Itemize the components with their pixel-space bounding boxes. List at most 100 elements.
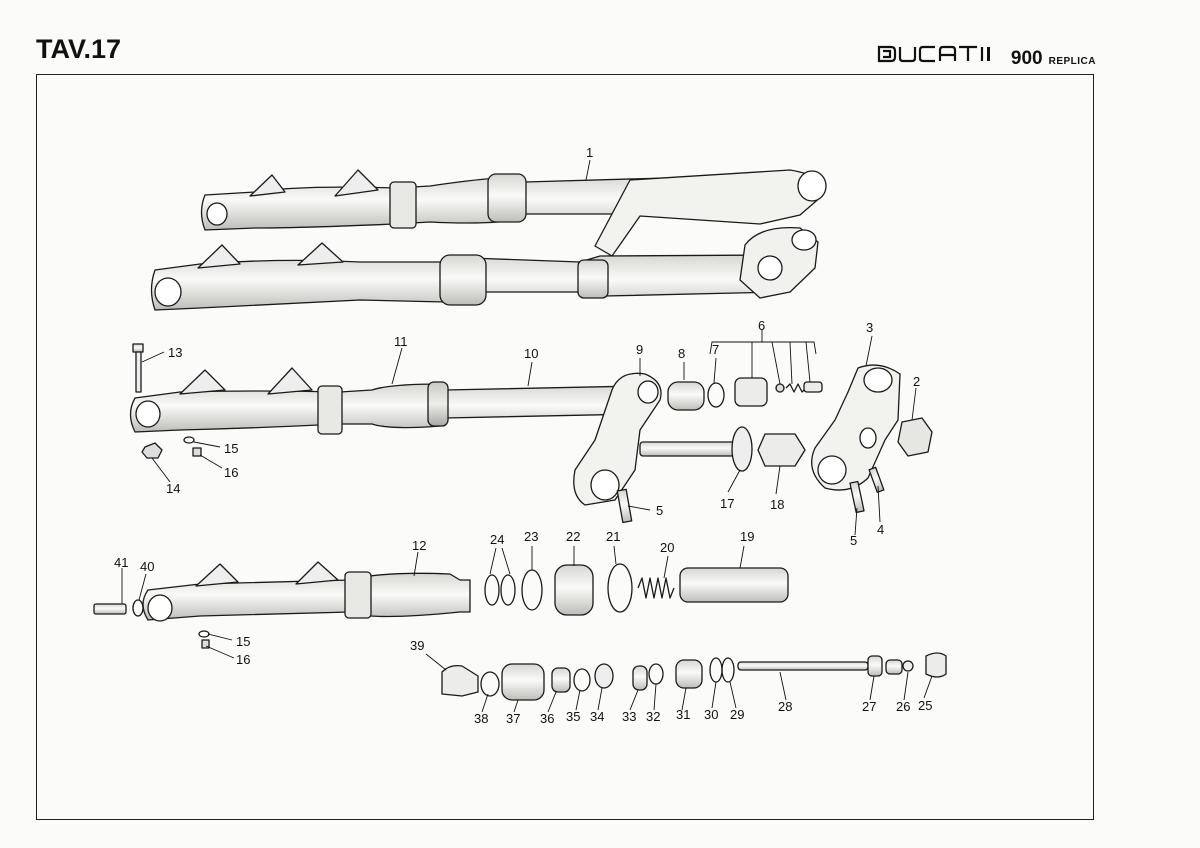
callout-5b: 5 [850,533,857,548]
callout-7: 7 [712,342,719,357]
callout-29: 29 [730,707,744,722]
callout-32: 32 [646,709,660,724]
ring-32 [648,663,664,685]
fork-slider-11-lug-2 [267,367,313,395]
callout-4: 4 [877,522,884,537]
cap-39 [441,664,479,697]
fork-leg-upper-boot [487,173,527,223]
bush-37 [501,663,545,701]
callout-15a: 15 [224,441,238,456]
fork-leg-lower-lug-2 [297,242,344,266]
nut-2 [897,417,933,457]
rod-28 [737,661,869,671]
callout-17: 17 [720,496,734,511]
washer-15a [183,436,195,444]
callout-10: 10 [524,346,538,361]
callout-5a: 5 [656,503,663,518]
upper-clamp-9 [573,372,662,506]
callout-24: 24 [490,532,504,547]
fitting-27b [885,659,903,675]
fork-leg-lower-axle-eye [154,277,182,307]
fork-leg-upper-lug-1 [249,174,286,197]
callout-19: 19 [740,529,754,544]
brand-variant: REPLICA [1048,56,1096,67]
adjuster-6-body [734,377,768,407]
callout-33: 33 [622,709,636,724]
fork-leg-12 [142,561,471,622]
callout-9: 9 [636,342,643,357]
stem-nut-boss [791,229,817,251]
callout-1: 1 [586,145,593,160]
nut-27 [867,655,883,677]
brand-header: 900 REPLICA [877,44,1096,70]
upper-clamp-9-eye-top [637,380,659,404]
bush-31 [675,659,703,689]
callout-23: 23 [524,529,538,544]
bolt-4 [868,466,885,493]
fork-assembly-complete [150,169,827,311]
callout-22: 22 [566,529,580,544]
spring-34 [594,663,614,689]
lower-triple-clamp [577,259,609,299]
fork-leg-12-lug-2 [295,561,339,585]
fork-leg-lower-boot [439,254,487,306]
stem-nut-18 [757,433,806,467]
callout-26: 26 [896,699,910,714]
valve-33 [632,665,648,691]
callout-3: 3 [866,320,873,335]
fork-leg-12-lug-1 [195,563,239,587]
callout-40: 40 [140,559,154,574]
callout-36: 36 [540,711,554,726]
drawing-frame [36,74,1094,820]
left-fork-leg [129,367,662,506]
adjuster-6-ball [775,383,785,393]
screw-16b [201,639,210,649]
piston-36 [551,667,571,693]
callout-28: 28 [778,699,792,714]
adjuster-6-screw [803,381,823,393]
callout-27: 27 [862,699,876,714]
callout-35: 35 [566,709,580,724]
callout-18: 18 [770,497,784,512]
lower-yoke-eye [757,255,783,281]
ring-24b [500,574,516,606]
callout-38: 38 [474,711,488,726]
ring-21 [607,563,633,613]
callout-39: 39 [410,638,424,653]
fork-leg-upper-axle-eye [206,202,228,226]
fork-leg-lower-lug-1 [197,244,241,269]
fork-leg-upper-clamp [389,181,417,229]
circlip-23 [521,569,543,611]
upper-triple-clamp-eye [797,170,827,202]
callout-30: 30 [704,707,718,722]
washer-40 [132,599,144,617]
circlip-30 [709,657,723,683]
fork-leg-12-axle-eye [147,594,173,622]
seal-22 [554,564,594,616]
bolt-41 [93,603,127,615]
bush-8 [667,381,705,411]
stem-collar [731,426,753,472]
callout-16a: 16 [224,465,238,480]
bolt-13 [132,343,144,393]
callout-8: 8 [678,346,685,361]
fork-leg-12-clamp [344,571,372,619]
plate-title: TAV.17 [36,34,122,64]
fork-slider-11-clamp [317,385,343,435]
callout-15b: 15 [236,634,250,649]
callout-37: 37 [506,711,520,726]
o-ring-7 [707,382,725,408]
ducati-logo [877,45,990,63]
washer-35 [573,668,591,692]
callout-14: 14 [166,481,180,496]
ring-24a [484,574,500,606]
clamp-3 [811,364,901,491]
nut-14 [141,442,163,459]
callout-labels: 1 2 3 4 5 5 6 7 8 9 10 11 12 13 14 15 15… [114,145,932,726]
fork-slider-11-seal-housing [427,381,449,427]
callout-6: 6 [758,318,765,333]
callout-21: 21 [606,529,620,544]
callout-11: 11 [394,334,408,349]
callout-12: 12 [412,538,426,553]
